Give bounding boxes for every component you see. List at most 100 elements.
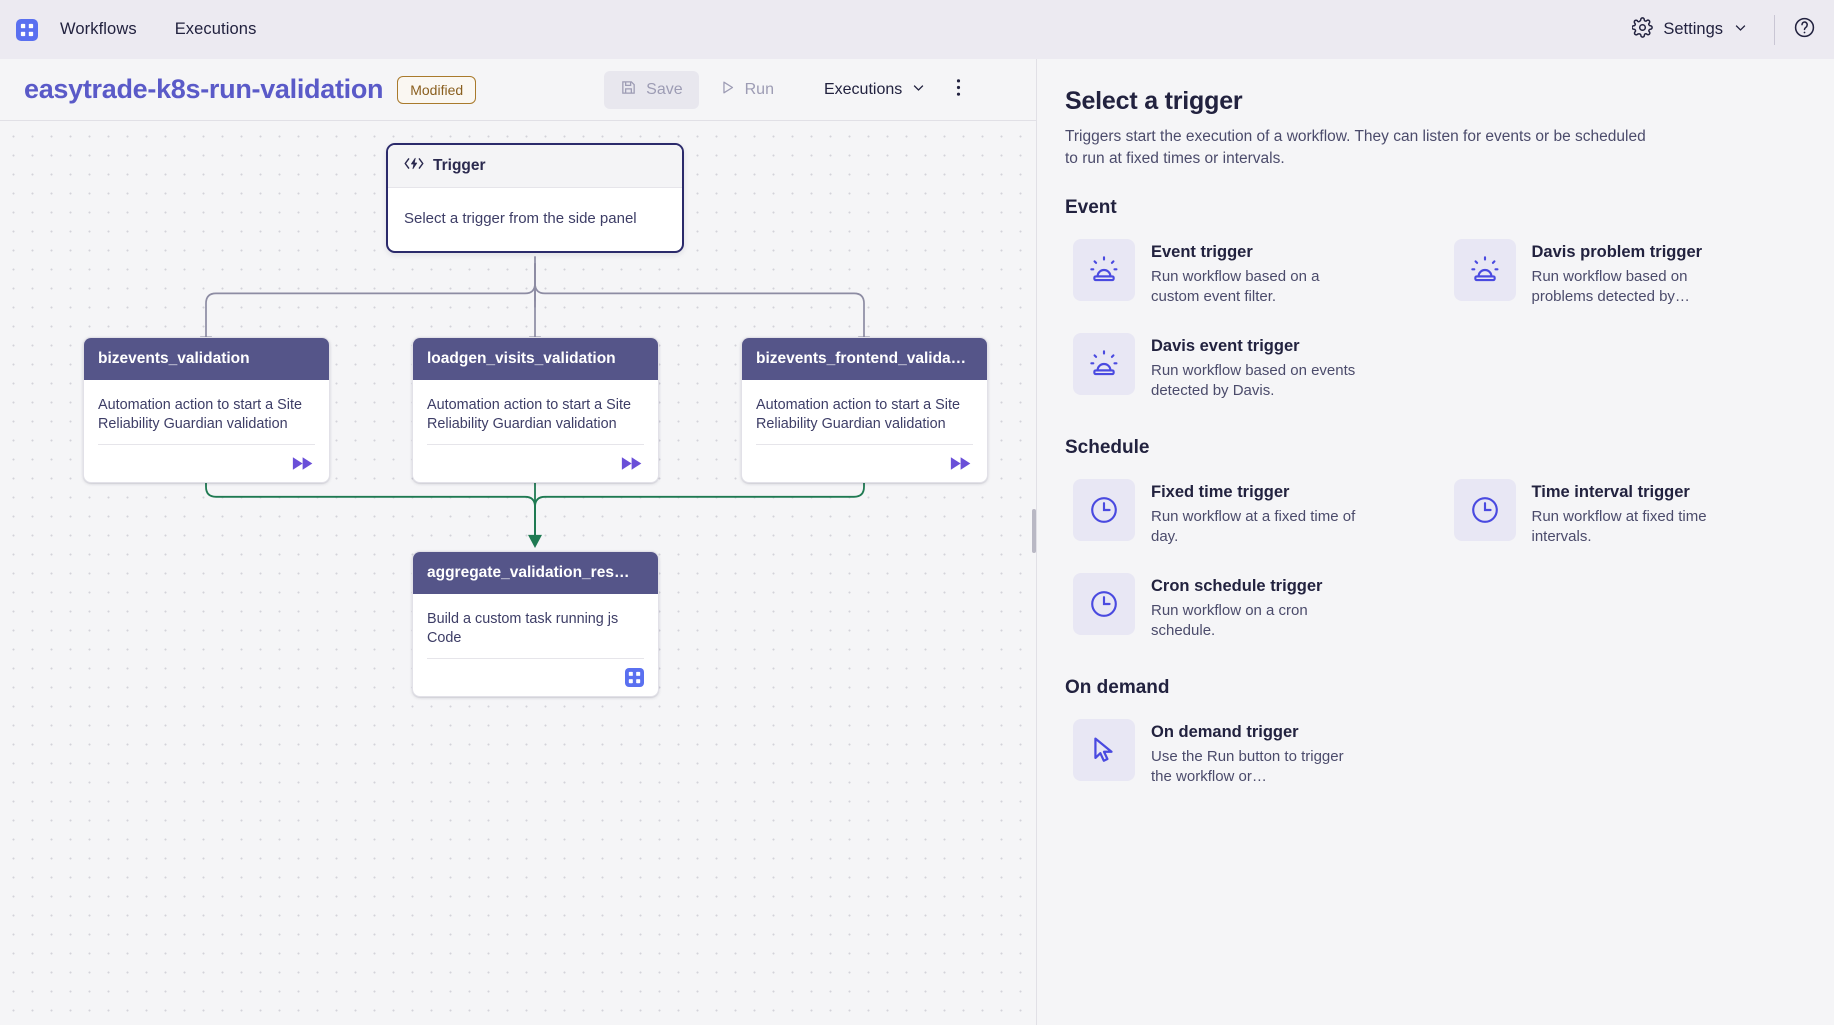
task-node-bizevents-validation[interactable]: bizevents_validation Automation action t… [83, 337, 330, 484]
cursor-arrow-icon [1073, 718, 1135, 781]
clock-icon [1073, 572, 1135, 635]
executions-dropdown-button[interactable]: Executions [808, 72, 942, 108]
trigger-node-title: Trigger [433, 157, 486, 174]
task-node-footer [98, 444, 315, 482]
trigger-card-text: Time interval trigger Run workflow at fi… [1532, 479, 1742, 547]
trigger-card-on-demand-trigger[interactable]: On demand trigger Use the Run button to … [1065, 709, 1424, 797]
play-triangle-icon [719, 79, 736, 101]
group-title-schedule: Schedule [1065, 436, 1150, 458]
trigger-card-text: Fixed time trigger Run workflow at a fix… [1151, 479, 1361, 547]
task-node-footer [427, 444, 644, 482]
trigger-card-title: Time interval trigger [1531, 482, 1690, 501]
task-node-footer [427, 658, 644, 696]
trigger-card-text: On demand trigger Use the Run button to … [1151, 719, 1361, 787]
trigger-card-description: Run workflow at fixed time intervals. [1531, 507, 1707, 545]
panel-subtitle: Triggers start the execution of a workfl… [1065, 128, 1646, 168]
task-node-title: aggregate_validation_res… [413, 552, 658, 594]
settings-menu-button[interactable]: Settings [1624, 11, 1756, 49]
trigger-node-body: Select a trigger from the side panel [404, 210, 637, 227]
more-vertical-icon [956, 78, 961, 102]
task-node-loadgen-visits-validation[interactable]: loadgen_visits_validation Automation act… [412, 337, 659, 484]
task-node-title: bizevents_frontend_valida… [742, 338, 987, 380]
workflows-grid-icon[interactable] [16, 18, 38, 41]
trigger-card-title: Fixed time trigger [1151, 482, 1290, 501]
clock-icon [1453, 478, 1516, 541]
trigger-card-time-interval-trigger[interactable]: Time interval trigger Run workflow at fi… [1446, 469, 1805, 557]
trigger-card-title: Cron schedule trigger [1151, 576, 1323, 595]
nav-item-workflows[interactable]: Workflows [60, 20, 137, 38]
executions-label: Executions [823, 80, 903, 98]
nav-item-executions[interactable]: Executions [174, 20, 257, 38]
save-label: Save [646, 80, 683, 98]
run-label: Run [744, 80, 774, 98]
task-node-aggregate-validation-results[interactable]: aggregate_validation_res… Build a custom… [412, 551, 659, 698]
group-title-on-demand: On demand [1065, 676, 1170, 698]
trigger-card-text: Davis event trigger Run workflow based o… [1151, 333, 1361, 401]
trigger-node[interactable]: Trigger Select a trigger from the side p… [386, 143, 684, 253]
task-node-description: Automation action to start a Site Reliab… [98, 397, 302, 433]
trigger-grid-on-demand: On demand trigger Use the Run button to … [1065, 709, 1804, 797]
more-options-button[interactable] [946, 70, 971, 110]
trigger-card-text: Davis problem trigger Run workflow based… [1532, 239, 1742, 307]
save-button[interactable]: Save [604, 70, 699, 109]
chevron-down-icon [911, 80, 926, 100]
app-body: easytrade-k8s-run-validation Modified Sa… [0, 59, 1834, 1025]
chevron-down-icon [1733, 20, 1748, 40]
trigger-card-description: Run workflow based on a custom event fil… [1151, 267, 1320, 305]
question-circle-icon [1793, 16, 1816, 44]
edge-arrow [528, 534, 542, 548]
trigger-card-description: Run workflow on a cron schedule. [1151, 601, 1308, 639]
fast-forward-icon[interactable] [950, 455, 973, 472]
trigger-card-title: Event trigger [1151, 242, 1253, 261]
trigger-card-title: Davis problem trigger [1531, 242, 1703, 261]
group-title-event: Event [1065, 196, 1117, 218]
settings-label: Settings [1663, 20, 1723, 38]
trigger-card-title: On demand trigger [1151, 722, 1299, 741]
trigger-card-description: Run workflow based on events detected by… [1151, 361, 1356, 399]
clock-icon [1073, 478, 1135, 541]
panel-title: Select a trigger [1065, 87, 1243, 115]
task-node-description: Automation action to start a Site Reliab… [756, 397, 960, 433]
trigger-card-event-trigger[interactable]: Event trigger Run workflow based on a cu… [1065, 229, 1424, 317]
topbar-divider [1774, 14, 1775, 45]
canvas-scrollbar[interactable] [1032, 509, 1036, 553]
trigger-grid-event: Event trigger Run workflow based on a cu… [1065, 229, 1804, 411]
task-node-title: bizevents_validation [84, 338, 329, 380]
trigger-card-description: Use the Run button to trigger the workfl… [1151, 747, 1344, 785]
task-node-description: Build a custom task running js Code [427, 611, 619, 647]
trigger-card-fixed-time-trigger[interactable]: Fixed time trigger Run workflow at a fix… [1065, 469, 1424, 557]
task-node-title: loadgen_visits_validation [413, 338, 658, 380]
code-lightning-icon [404, 156, 424, 176]
help-button[interactable] [1793, 16, 1816, 44]
trigger-side-panel: Select a trigger Triggers start the exec… [1036, 59, 1834, 1025]
trigger-node-header: Trigger [388, 145, 682, 188]
workflow-canvas[interactable]: Trigger Select a trigger from the side p… [0, 121, 1036, 1025]
task-node-bizevents-frontend-validation[interactable]: bizevents_frontend_valida… Automation ac… [741, 337, 988, 484]
workflow-canvas-column: easytrade-k8s-run-validation Modified Sa… [0, 59, 1036, 1025]
siren-icon [1073, 332, 1135, 395]
trigger-card-davis-event-trigger[interactable]: Davis event trigger Run workflow based o… [1065, 323, 1424, 411]
trigger-grid-schedule: Fixed time trigger Run workflow at a fix… [1065, 469, 1804, 651]
js-code-icon[interactable] [625, 668, 644, 688]
task-node-description: Automation action to start a Site Reliab… [427, 397, 631, 433]
trigger-card-davis-problem-trigger[interactable]: Davis problem trigger Run workflow based… [1446, 229, 1805, 317]
gear-icon [1631, 16, 1654, 43]
fast-forward-icon[interactable] [621, 455, 644, 472]
trigger-card-text: Cron schedule trigger Run workflow on a … [1151, 573, 1361, 641]
trigger-card-description: Run workflow based on problems detected … [1531, 267, 1690, 305]
siren-icon [1453, 238, 1516, 301]
status-badge: Modified [397, 75, 477, 104]
run-button[interactable]: Run [703, 71, 790, 109]
task-node-footer [756, 444, 973, 482]
siren-icon [1073, 238, 1135, 301]
top-navigation-bar: Workflows Executions Settings [0, 0, 1834, 59]
floppy-disk-icon [620, 79, 637, 101]
trigger-card-text: Event trigger Run workflow based on a cu… [1151, 239, 1361, 307]
trigger-card-cron-schedule-trigger[interactable]: Cron schedule trigger Run workflow on a … [1065, 563, 1424, 651]
workflow-toolbar: easytrade-k8s-run-validation Modified Sa… [0, 59, 1036, 121]
workflow-actions: Save Run Executions [604, 70, 971, 110]
trigger-card-title: Davis event trigger [1151, 336, 1300, 355]
fast-forward-icon[interactable] [292, 455, 315, 472]
page-title: easytrade-k8s-run-validation [24, 74, 384, 104]
